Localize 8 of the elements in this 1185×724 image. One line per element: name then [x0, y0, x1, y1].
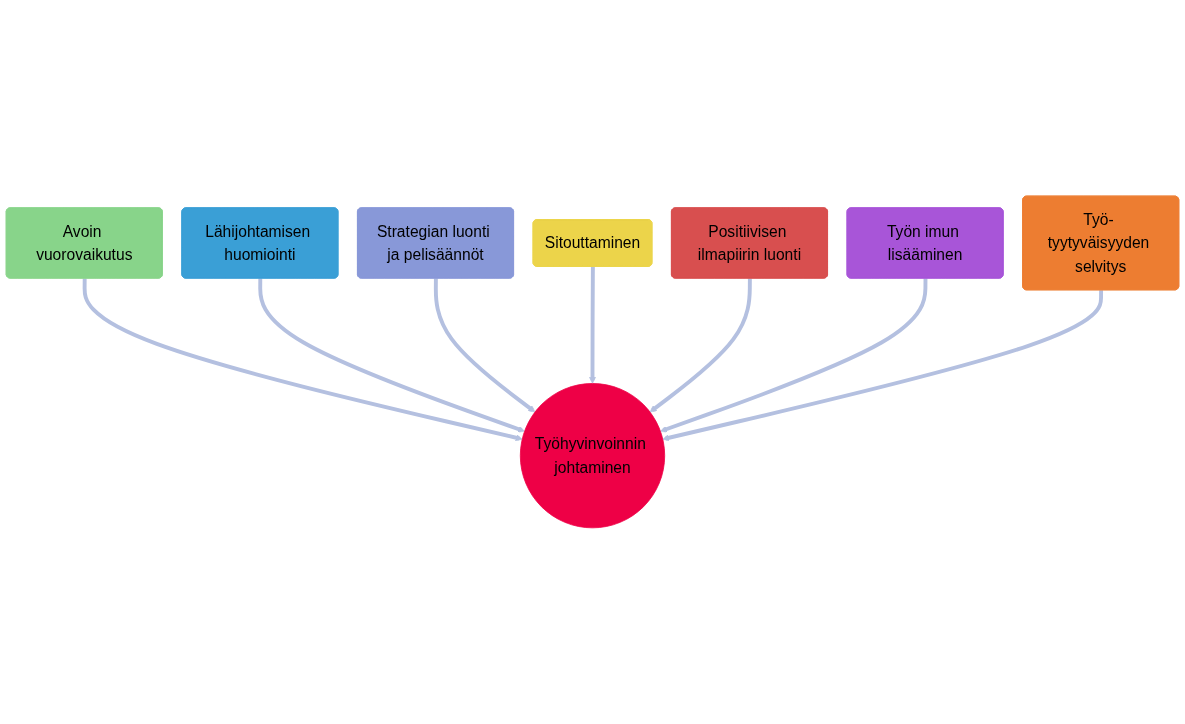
arrow — [660, 278, 928, 433]
arrow — [82, 278, 523, 442]
arrow — [433, 278, 536, 413]
arrow — [258, 278, 525, 433]
arrow — [589, 266, 596, 384]
node-circle: Työhyvinvoinnin johtaminen — [519, 383, 666, 529]
arrow — [662, 290, 1104, 442]
arrow — [649, 278, 752, 413]
